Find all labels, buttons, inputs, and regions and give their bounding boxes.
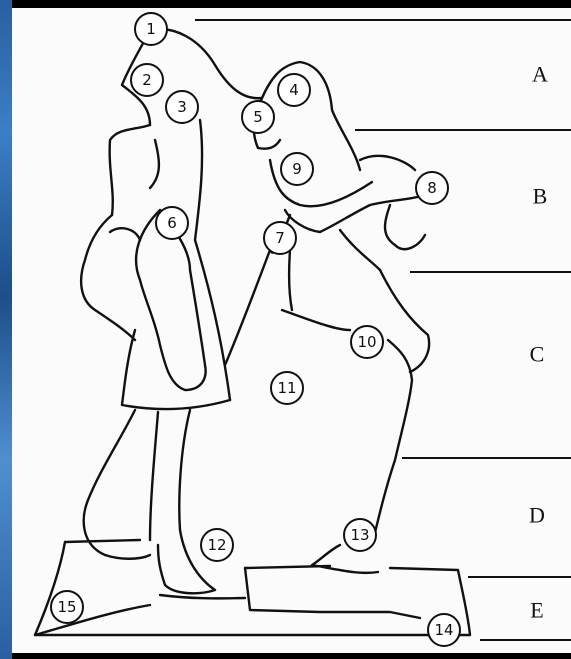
marker-3: 3	[166, 91, 198, 123]
svg-text:5: 5	[253, 108, 263, 126]
svg-text:8: 8	[427, 179, 437, 197]
svg-text:1: 1	[146, 20, 156, 38]
marker-12: 12	[201, 529, 233, 561]
svg-text:15: 15	[57, 598, 76, 616]
svg-text:12: 12	[207, 536, 226, 554]
svg-text:4: 4	[289, 81, 299, 99]
section-label-a: A	[532, 62, 548, 87]
svg-text:7: 7	[275, 229, 285, 247]
svg-text:6: 6	[167, 214, 177, 232]
svg-text:9: 9	[292, 160, 302, 178]
marker-15: 15	[51, 591, 83, 623]
section-label-d: D	[529, 503, 545, 528]
marker-9: 9	[281, 153, 313, 185]
marker-2: 2	[131, 64, 163, 96]
marker-5: 5	[242, 101, 274, 133]
marker-6: 6	[156, 207, 188, 239]
svg-text:2: 2	[142, 71, 152, 89]
marker-4: 4	[278, 74, 310, 106]
svg-text:10: 10	[357, 333, 376, 351]
svg-text:11: 11	[277, 379, 296, 397]
marker-14: 14	[428, 614, 460, 646]
marker-1: 1	[135, 13, 167, 45]
section-label-b: B	[533, 184, 548, 209]
marker-13: 13	[344, 519, 376, 551]
number-markers: 1 2 3 4 5 6 7 8 9 10 11 12 13 14 15	[51, 13, 460, 646]
section-label-e: E	[530, 598, 543, 623]
marker-8: 8	[416, 172, 448, 204]
marker-11: 11	[271, 372, 303, 404]
svg-text:14: 14	[434, 621, 453, 639]
svg-text:13: 13	[350, 526, 369, 544]
marker-10: 10	[351, 326, 383, 358]
marker-7: 7	[264, 222, 296, 254]
section-label-c: C	[530, 342, 545, 367]
svg-text:3: 3	[177, 98, 187, 116]
